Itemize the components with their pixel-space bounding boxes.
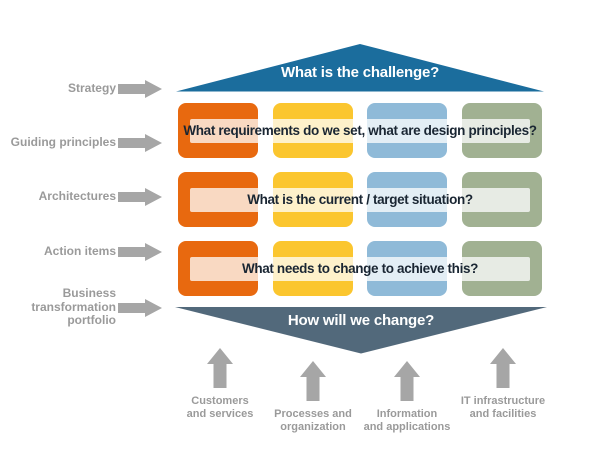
- question-text: What requirements do we set, what are de…: [183, 123, 537, 138]
- bottom-label-customers-services: Customers and services: [186, 395, 254, 420]
- bottom-item-customers-services: Customers and services: [162, 348, 278, 421]
- rail-label-action-items: Action items: [43, 244, 116, 259]
- question-strip: What requirements do we set, what are de…: [183, 118, 537, 143]
- question-text: What needs to change to achieve this?: [241, 261, 479, 276]
- up-arrow-icon: [300, 361, 326, 401]
- question-strip: What needs to change to achieve this?: [190, 256, 530, 281]
- rail-label-guiding-principles: Guiding principles: [10, 135, 116, 150]
- roof-triangle: [176, 44, 544, 92]
- funnel-question: How will we change?: [287, 312, 435, 329]
- up-arrow-icon: [207, 348, 233, 388]
- rail-label-strategy: Strategy: [67, 81, 116, 96]
- funnel-triangle: [175, 307, 547, 354]
- roof-question: What is the challenge?: [280, 64, 440, 81]
- rail-item-architectures: Architectures: [0, 188, 162, 206]
- up-arrow-icon: [490, 348, 516, 388]
- rail-item-guiding-principles: Guiding principles: [0, 134, 162, 152]
- rail-item-business-transformation-portfolio: Business transformation portfolio: [0, 285, 162, 330]
- rail-item-action-items: Action items: [0, 243, 162, 261]
- bottom-item-processes-organization: Processes and organization: [255, 361, 371, 434]
- matrix-row-action-items: What needs to change to achieve this?: [178, 241, 542, 296]
- rail-label-architectures: Architectures: [38, 189, 116, 204]
- rail-label-business-transformation-portfolio: Business transformation portfolio: [31, 286, 116, 328]
- question-strip: What is the current / target situation?: [190, 187, 530, 212]
- right-arrow-icon: [118, 134, 162, 152]
- bottom-label-information-applications: Information and applications: [363, 408, 451, 433]
- matrix-row-guiding-principles: What requirements do we set, what are de…: [178, 103, 542, 158]
- right-arrow-icon: [118, 243, 162, 261]
- bottom-label-processes-organization: Processes and organization: [274, 408, 352, 433]
- right-arrow-icon: [118, 80, 162, 98]
- right-arrow-icon: [118, 298, 162, 317]
- question-text: What is the current / target situation?: [247, 192, 473, 207]
- bottom-label-it-infrastructure-facilities: IT infrastructure and facilities: [460, 395, 546, 420]
- rail-item-strategy: Strategy: [0, 80, 162, 98]
- up-arrow-icon: [394, 361, 420, 401]
- bottom-item-it-infrastructure-facilities: IT infrastructure and facilities: [445, 348, 561, 421]
- right-arrow-icon: [118, 188, 162, 206]
- matrix-row-architectures: What is the current / target situation?: [178, 172, 542, 227]
- bottom-item-information-applications: Information and applications: [349, 361, 465, 434]
